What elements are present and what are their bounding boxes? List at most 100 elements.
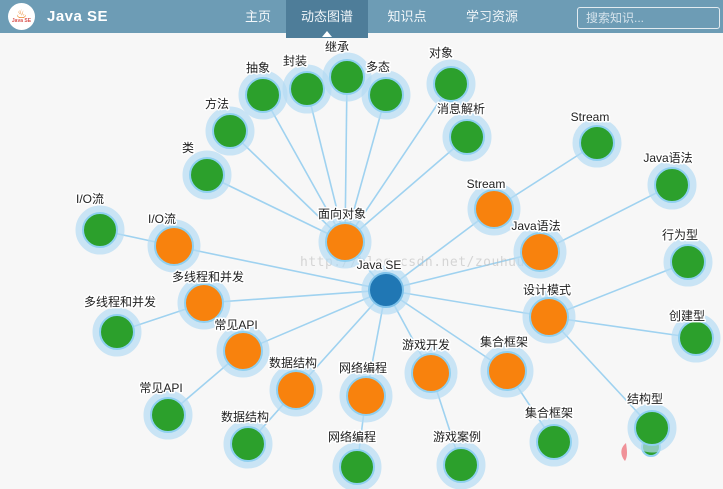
leaf-node[interactable] <box>289 71 325 107</box>
active-tab-caret <box>322 31 332 37</box>
hub-node[interactable] <box>411 353 451 393</box>
graph-edge <box>344 83 452 243</box>
search-box <box>577 7 720 29</box>
node-label: 常见API <box>139 381 182 395</box>
node-label: 集合框架 <box>525 405 573 420</box>
leaf-node[interactable] <box>230 426 266 462</box>
leaf-node[interactable] <box>678 320 714 356</box>
nav-tab-dynamic-graph[interactable]: 动态图谱 <box>286 0 368 38</box>
leaf-node[interactable] <box>433 66 469 102</box>
node-halo <box>513 225 567 279</box>
node-label: 数据结构 <box>221 409 269 424</box>
node-halo <box>216 324 270 378</box>
leaf-node[interactable] <box>212 113 248 149</box>
node-halo <box>318 215 372 269</box>
root-node[interactable] <box>368 272 404 308</box>
leaf-node[interactable] <box>368 77 404 113</box>
node-halo <box>467 182 521 236</box>
leaf-node[interactable] <box>536 424 572 460</box>
node-halo <box>205 106 255 156</box>
hub-node[interactable] <box>325 222 365 262</box>
petal-watermark-icon <box>621 443 627 461</box>
logo-text: Java SE <box>11 18 32 24</box>
node-label: 结构型 <box>627 391 663 406</box>
nav-tab-home[interactable]: 主页 <box>244 9 271 24</box>
leaf-node[interactable] <box>654 167 690 203</box>
leaf-node[interactable] <box>245 77 281 113</box>
node-label: 网络编程 <box>339 360 387 375</box>
node-halo <box>529 417 579 467</box>
graph-edge <box>173 245 387 291</box>
node-label: 多线程和并发 <box>84 294 156 309</box>
hub-node[interactable] <box>276 370 316 410</box>
graph-edge <box>229 130 346 243</box>
hub-node[interactable] <box>223 331 263 371</box>
hub-node[interactable] <box>529 297 569 337</box>
hub-node[interactable] <box>154 226 194 266</box>
node-label: 网络编程 <box>328 429 376 444</box>
main-nav: 主页 动态图谱 知识点 学习资源 <box>230 0 538 38</box>
node-label: 消息解析 <box>437 101 485 116</box>
node-halo <box>332 442 382 489</box>
nav-tab-learning-resources[interactable]: 学习资源 <box>465 9 518 24</box>
graph-edge <box>203 289 387 304</box>
node-label: 游戏开发 <box>402 337 450 352</box>
node-label: 多态 <box>366 60 390 74</box>
node-halo <box>269 363 323 417</box>
node-halo <box>442 112 492 162</box>
leaf-node[interactable] <box>82 212 118 248</box>
node-label: Stream <box>467 177 506 191</box>
node-halo <box>177 276 231 330</box>
node-halo <box>663 237 713 287</box>
hub-node[interactable] <box>520 232 560 272</box>
leaf-node[interactable] <box>443 447 479 483</box>
leaf-node[interactable] <box>189 157 225 193</box>
search-input[interactable] <box>578 8 719 28</box>
node-label: 类 <box>182 141 194 155</box>
node-label: 常见API <box>214 318 257 332</box>
hub-node[interactable] <box>346 376 386 416</box>
leaf-node[interactable] <box>449 119 485 155</box>
graph-edge <box>344 136 468 243</box>
leaf-node[interactable] <box>99 314 135 350</box>
java-logo[interactable]: ♨ Java SE <box>8 3 35 30</box>
hub-node[interactable] <box>474 189 514 229</box>
page-title: Java SE <box>47 8 109 25</box>
node-halo <box>647 160 697 210</box>
node-halo <box>627 403 677 453</box>
node-label: Stream <box>571 110 610 124</box>
node-label: I/O流 <box>76 192 104 206</box>
hub-node[interactable] <box>184 283 224 323</box>
leaf-node[interactable] <box>579 125 615 161</box>
node-halo <box>671 313 721 363</box>
header-bar: ♨ Java SE Java SE 主页 动态图谱 知识点 学习资源 <box>0 0 723 38</box>
leaf-node[interactable] <box>329 59 365 95</box>
node-label: 面向对象 <box>318 206 366 221</box>
leaf-node[interactable] <box>150 397 186 433</box>
node-halo <box>147 219 201 273</box>
node-halo <box>92 307 142 357</box>
node-label: Java语法 <box>511 219 560 233</box>
java-cup-icon: ♨ <box>16 7 27 21</box>
leaf-node[interactable] <box>339 449 375 485</box>
hub-node[interactable] <box>487 351 527 391</box>
node-label: I/O流 <box>148 212 176 226</box>
nav-tab-knowledge-points[interactable]: 知识点 <box>387 9 427 24</box>
node-halo <box>436 440 486 489</box>
node-label: 多线程和并发 <box>172 269 244 284</box>
node-label: 行为型 <box>662 228 698 242</box>
node-label: 集合框架 <box>480 334 528 349</box>
node-label: 游戏案例 <box>433 429 481 444</box>
node-halo <box>182 150 232 200</box>
leaf-node[interactable] <box>634 410 670 446</box>
node-halo <box>322 52 372 102</box>
node-halo <box>75 205 125 255</box>
node-label: 封装 <box>283 54 307 68</box>
leaf-node[interactable] <box>670 244 706 280</box>
node-label: 抽象 <box>246 61 270 75</box>
node-halo <box>339 369 393 423</box>
node-label: 继承 <box>325 40 349 54</box>
graph-edge <box>262 94 346 243</box>
